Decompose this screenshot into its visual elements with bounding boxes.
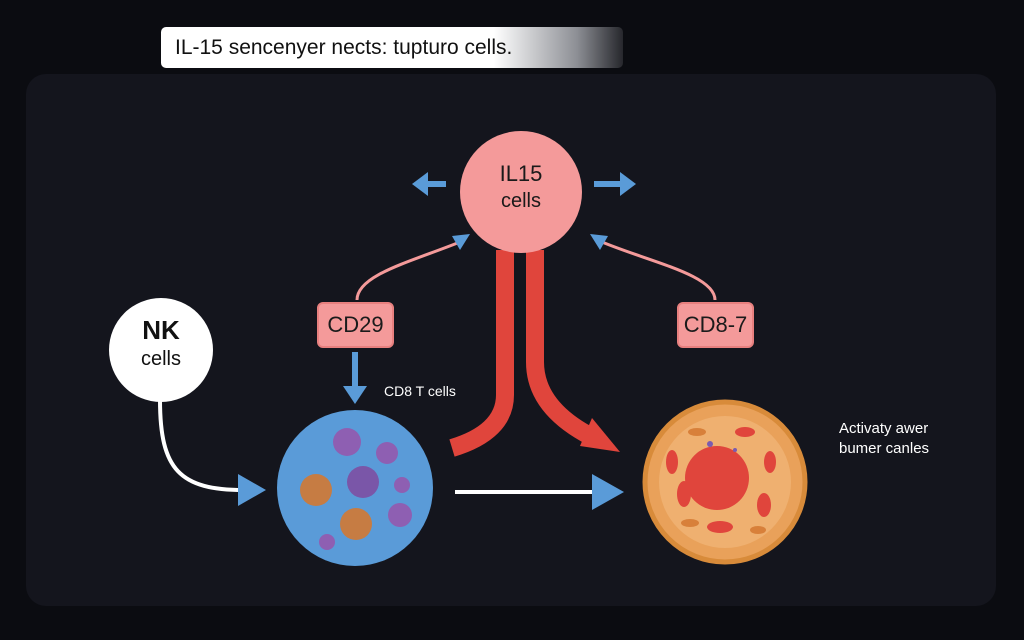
tumor-cell-icon — [642, 399, 808, 565]
nk-node: NK cells — [101, 314, 221, 372]
arrow-right-top — [594, 172, 636, 196]
il15-label: IL15 — [499, 161, 543, 186]
tumor-label-line1: Activaty awer — [839, 420, 929, 437]
cd8-label: CD8 T cells — [384, 383, 456, 399]
title-banner: IL-15 sencenyer nects: tupturo cells. — [161, 27, 623, 68]
nk-cell-icon — [109, 298, 213, 402]
cd8-cell-icon — [277, 410, 433, 566]
nk-label: NK — [142, 315, 180, 345]
page-title: IL-15 sencenyer nects: tupturo cells. — [175, 35, 513, 59]
red-arrow-to-cd8 — [449, 250, 514, 457]
cd29-label: CD29 — [327, 312, 384, 337]
il15-sublabel: cells — [500, 190, 541, 212]
tumor-note: Activaty awer bumer canles — [839, 419, 929, 459]
cd87-tag: CD8-7 — [677, 302, 754, 348]
il15-node: IL15 cells — [461, 160, 581, 214]
il15-cell-icon — [460, 131, 582, 253]
red-arrow-to-tumor — [526, 250, 620, 452]
arrow-cd29-to-cd8 — [343, 352, 367, 404]
arrow-cd8-to-tumor — [455, 474, 624, 510]
cd87-label: CD8-7 — [683, 312, 748, 337]
arrow-nk-to-cd8 — [158, 399, 266, 506]
tumor-label-line2: bumer canles — [839, 440, 930, 457]
connector-cd87-il15 — [590, 234, 717, 301]
connector-cd29-il15 — [355, 234, 470, 301]
cd29-tag: CD29 — [317, 302, 394, 348]
arrow-left-top — [412, 172, 446, 196]
nk-sublabel: cells — [140, 348, 181, 370]
